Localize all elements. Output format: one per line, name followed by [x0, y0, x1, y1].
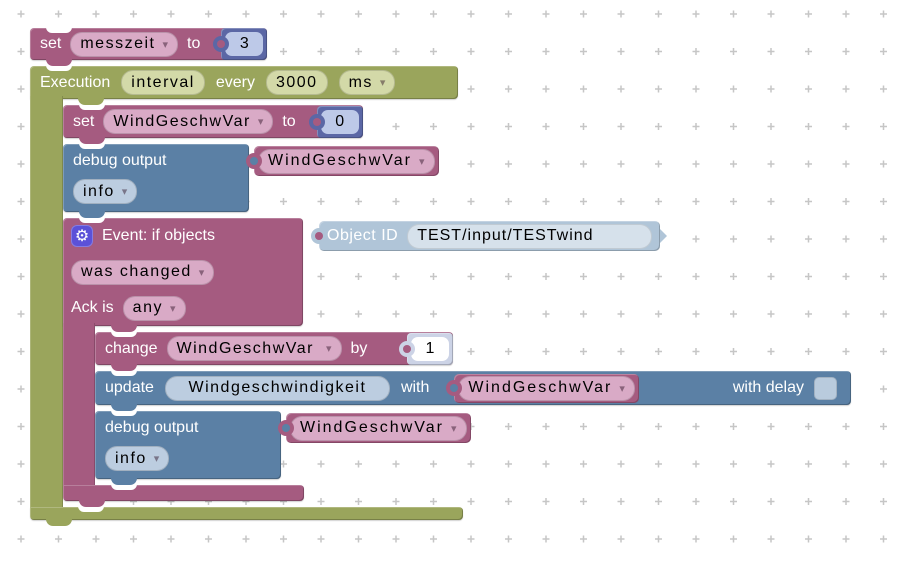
dropdown-value: WindGeschwVar: [468, 379, 613, 396]
severity-dropdown[interactable]: info ▾: [73, 179, 138, 204]
change-keyword: change: [105, 339, 158, 357]
variable-value-block[interactable]: WindGeschwVar ▾: [254, 146, 439, 176]
chevron-down-icon: ▾: [198, 266, 205, 279]
set-keyword: set: [40, 35, 62, 52]
object-id-value-block[interactable]: Object ID TEST/input/TESTwind: [319, 221, 668, 251]
variable-dropdown-windgeschwvar[interactable]: WindGeschwVar ▾: [258, 148, 435, 174]
debug-keyword: debug output: [105, 419, 199, 436]
block-update-state[interactable]: update Windgeschwindigkeit with WindGesc…: [95, 370, 851, 411]
dropdown-value: WindGeschwVar: [113, 112, 251, 130]
interval-value: 3000: [275, 73, 318, 91]
chevron-down-icon: ▾: [450, 422, 457, 435]
chevron-down-icon: ▾: [121, 186, 128, 198]
block-stack-root: set messzeit ▾ to 3 Execution interval: [30, 27, 851, 526]
chevron-down-icon: ▾: [325, 343, 332, 355]
object-id-label: Object ID: [327, 227, 399, 244]
block-row: debug output WindGeschwVar ▾: [63, 144, 439, 178]
chevron-down-icon: ▾: [153, 453, 160, 465]
by-keyword: by: [350, 339, 368, 357]
variable-value-block[interactable]: WindGeschwVar ▾: [454, 373, 639, 403]
dropdown-value: WindGeschwVar: [176, 339, 314, 357]
variable-dropdown-windgeschwvar[interactable]: WindGeschwVar ▾: [458, 375, 635, 401]
block-set-messzeit[interactable]: set messzeit ▾ to 3: [30, 27, 268, 66]
block-row: ⚙ Event: if objects Object ID TEST/input…: [63, 218, 668, 254]
block-row: set WindGeschwVar ▾ to 0: [63, 105, 363, 138]
number-value-block[interactable]: 3: [221, 28, 268, 60]
block-row: info ▾: [63, 178, 249, 205]
block-event-if-objects[interactable]: ⚙ Event: if objects Object ID TEST/input…: [63, 217, 851, 507]
delay-group: with delay: [732, 376, 841, 400]
dropdown-value: WindGeschwVar: [268, 152, 412, 169]
event-header[interactable]: ⚙ Event: if objects Object ID TEST/input…: [63, 217, 668, 332]
shadow-number-block[interactable]: 1: [407, 332, 453, 365]
chevron-down-icon: ▾: [379, 77, 386, 89]
variable-value-block[interactable]: WindGeschwVar ▾: [286, 413, 471, 443]
chevron-down-icon: ▾: [257, 116, 264, 128]
execution-body: set WindGeschwVar ▾ to 0 debug o: [30, 96, 851, 510]
variable-dropdown-windgeschwvar[interactable]: WindGeschwVar ▾: [166, 336, 342, 361]
interval-field[interactable]: 3000: [265, 70, 328, 95]
condition-dropdown[interactable]: was changed ▾: [71, 259, 215, 285]
block-debug-output-inner[interactable]: debug output WindGeschwVar ▾: [95, 410, 471, 485]
chevron-down-icon: ▾: [619, 382, 625, 395]
block-row: info ▾: [95, 445, 281, 472]
number-field[interactable]: 3: [225, 32, 264, 56]
to-keyword: to: [187, 35, 201, 52]
with-keyword: with: [400, 379, 430, 396]
block-row: change WindGeschwVar ▾ by 1: [95, 332, 453, 365]
to-keyword: to: [282, 112, 296, 130]
event-body: change WindGeschwVar ▾ by 1: [63, 323, 851, 488]
set-keyword: set: [73, 112, 95, 130]
block-row: set messzeit ▾ to 3: [30, 28, 268, 60]
number-value-block[interactable]: 0: [316, 105, 363, 138]
every-keyword: every: [215, 73, 255, 91]
chevron-down-icon: ▾: [418, 155, 425, 168]
dropdown-value: info: [83, 182, 115, 200]
gear-icon[interactable]: ⚙: [71, 225, 93, 247]
event-keyword: Event: if objects: [102, 227, 215, 244]
chevron-down-icon: ▾: [169, 302, 176, 315]
block-row: Execution interval every 3000 ms ▾: [30, 66, 458, 99]
dropdown-value: info: [115, 449, 147, 467]
dropdown-value: was changed: [81, 263, 192, 280]
block-set-windgeschwvar[interactable]: set WindGeschwVar ▾ to 0: [63, 104, 363, 144]
with-delay-label: with delay: [732, 379, 804, 396]
block-change-variable[interactable]: change WindGeschwVar ▾ by 1: [95, 331, 453, 371]
object-value: Windgeschwindigkeit: [188, 379, 367, 396]
execution-footer[interactable]: [30, 506, 463, 526]
block-row: was changed ▾: [63, 254, 303, 290]
dropdown-value: messzeit: [80, 35, 156, 52]
block-execution-schedule[interactable]: Execution interval every 3000 ms ▾: [30, 65, 851, 526]
execution-keyword: Execution: [40, 73, 111, 91]
severity-dropdown[interactable]: info ▾: [105, 446, 170, 471]
output-tab: [660, 229, 668, 243]
execution-header[interactable]: Execution interval every 3000 ms ▾: [30, 65, 458, 105]
block-row: update Windgeschwindigkeit with WindGesc…: [95, 371, 851, 405]
variable-dropdown-windgeschwvar[interactable]: WindGeschwVar ▾: [103, 109, 274, 134]
variable-dropdown-messzeit[interactable]: messzeit ▾: [70, 31, 178, 57]
object-id-value: TEST/input/TESTwind: [417, 227, 594, 244]
chevron-down-icon: ▾: [162, 38, 168, 51]
dropdown-value: WindGeschwVar: [300, 419, 444, 436]
ack-keyword: Ack is: [71, 299, 114, 316]
dropdown-value: any: [132, 299, 163, 316]
number-field[interactable]: 0: [320, 109, 359, 134]
block-row: debug output WindGeschwVar ▾: [95, 411, 471, 445]
object-field[interactable]: Windgeschwindigkeit: [164, 375, 390, 401]
block-row: Ack is any ▾: [63, 290, 303, 326]
schedule-field[interactable]: interval: [121, 70, 205, 95]
number-field[interactable]: 1: [411, 336, 449, 361]
block-debug-output-top[interactable]: debug output WindGeschwVar ▾ info ▾: [63, 143, 439, 218]
delay-checkbox[interactable]: [814, 376, 837, 400]
event-footer[interactable]: [63, 484, 304, 507]
dropdown-value: ms: [348, 73, 373, 91]
debug-keyword: debug output: [73, 152, 167, 169]
schedule-value: interval: [131, 73, 195, 91]
update-keyword: update: [105, 379, 154, 396]
object-id-field[interactable]: TEST/input/TESTwind: [407, 223, 653, 249]
ack-dropdown[interactable]: any ▾: [122, 295, 186, 321]
variable-dropdown-windgeschwvar[interactable]: WindGeschwVar ▾: [290, 415, 467, 441]
unit-dropdown[interactable]: ms ▾: [338, 70, 396, 95]
